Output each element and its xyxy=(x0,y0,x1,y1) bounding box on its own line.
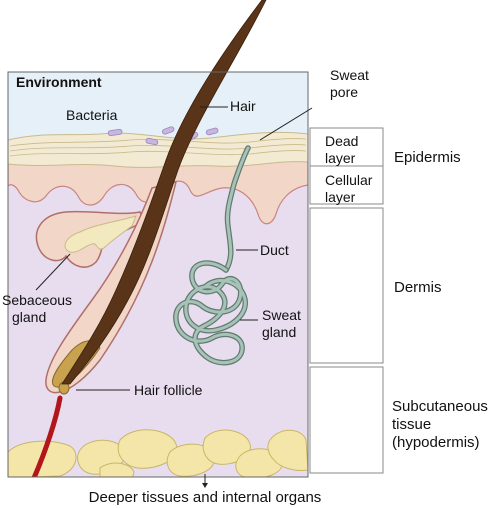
sebaceous-gland-label-1: Sebaceous xyxy=(2,292,72,308)
cellular-layer-label-1: Cellular xyxy=(325,172,373,188)
dead-layer-label-1: Dead xyxy=(325,133,358,149)
subcutaneous-box xyxy=(309,366,384,474)
diagram-frame xyxy=(7,71,309,478)
environment-label: Environment xyxy=(16,74,102,90)
sweat-gland-icon xyxy=(173,145,251,366)
subcutaneous-label-3: (hypodermis) xyxy=(392,434,480,451)
leader-lines xyxy=(35,106,313,391)
sweat-gland-label-2: gland xyxy=(262,324,296,340)
illustration xyxy=(8,72,308,477)
sebaceous-gland-lobe xyxy=(64,215,137,253)
dermis-label: Dermis xyxy=(394,279,442,296)
sweat-pore-label-1: Sweat xyxy=(330,67,369,83)
deeper-tissues-label: Deeper tissues and internal organs xyxy=(89,489,322,506)
epidermis-label: Epidermis xyxy=(394,149,461,166)
dermis-box xyxy=(309,207,384,364)
dead-layer-label-2: layer xyxy=(325,150,356,166)
sweat-gland-label-1: Sweat xyxy=(262,307,301,323)
hair-shaft xyxy=(61,0,267,385)
arrow-down-icon xyxy=(202,474,208,488)
blood-vessel-icon xyxy=(31,395,63,477)
cellular-layer-label-2: layer xyxy=(325,189,356,205)
hair-label: Hair xyxy=(230,98,256,114)
duct-label: Duct xyxy=(260,242,289,258)
sweat-pore-label-2: pore xyxy=(330,84,358,100)
subcutaneous-label-2: tissue xyxy=(392,416,431,433)
sebaceous-gland-label-2: gland xyxy=(12,309,46,325)
subcutaneous-label-1: Subcutaneous xyxy=(392,398,488,415)
bacteria-label: Bacteria xyxy=(66,107,118,123)
hair-follicle-label: Hair follicle xyxy=(134,382,203,398)
